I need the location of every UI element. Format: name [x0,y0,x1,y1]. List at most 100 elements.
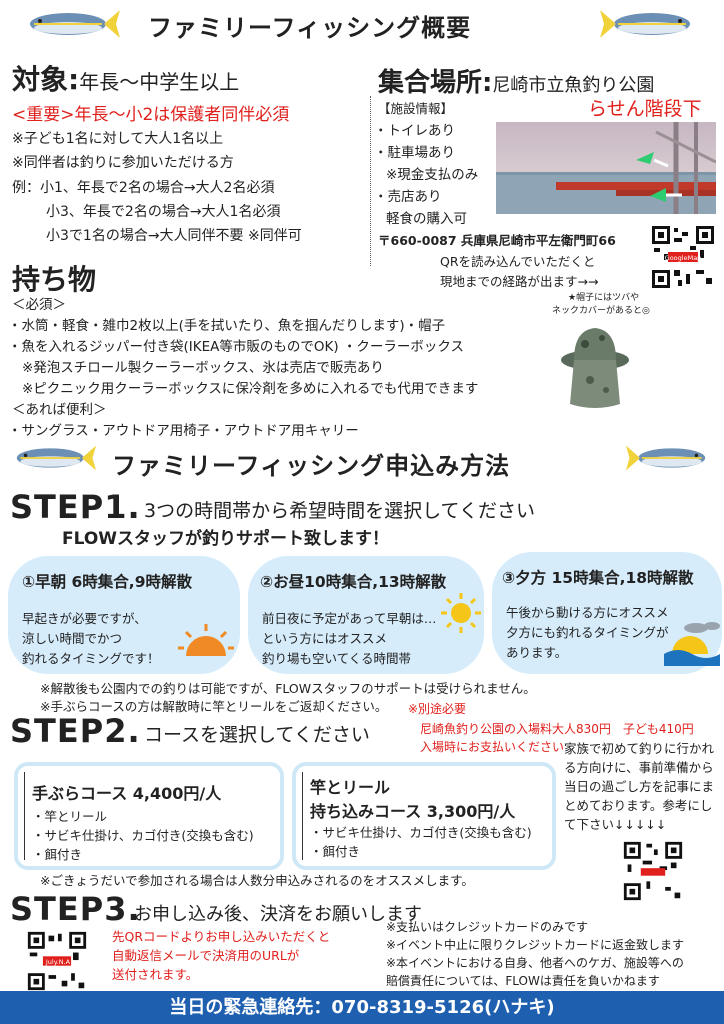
guide-text: 家族で初めて釣りに行かれ [564,741,715,756]
sunset-icon [664,622,720,666]
bracket-line [24,772,34,860]
time-slot-evening[interactable]: ③夕方 15時集合,18時解散 午後から動ける方にオススメ 夕方にも釣れるタイミ… [492,552,722,674]
optional-item: ・サングラス・アウトドア用椅子・アウトドア用キャリー [8,423,359,439]
emergency-contact-bar: 当日の緊急連絡先：070-8319-5126(ハナキ) [0,991,724,1024]
section-divider [370,96,371,266]
fee-header: ※別途必要 [408,702,467,716]
hat-icon [561,328,629,408]
slot-desc: 涼しい時間でかつ [22,631,123,646]
fish-illustration-icon [16,445,96,471]
guide-text: る方向けに、事前準備から [564,760,714,775]
step1-subtext: FLOWスタッフが釣りサポート致します！ [62,529,390,549]
slot-desc: 夕方にも釣れるタイミングが [506,625,669,640]
facility-item: ・トイレあり [374,123,455,139]
step1-note: ※解散後も公園内での釣りは可能ですが、FLOWスタッフのサポートは受けられません… [40,681,536,696]
map-qr-tag: GoogleMap [664,254,702,262]
step2-label: STEP2. [10,712,141,750]
fish-illustration-icon [626,445,706,471]
payment-note: ※本イベントにおける自身、他者へのケガ、施設等への [386,956,684,970]
course-item: ・餌付き [32,847,83,862]
apply-qr-note: 先QRコードよりお申し込みいただくと [112,929,331,944]
required-item: ・魚を入れるジッパー付き袋(IKEA等市販のものでOK) ・クーラーボックス [8,339,464,355]
step1-label: STEP1. [10,488,141,526]
meeting-label: 集合場所: [378,68,493,98]
facility-item: ※現金支払のみ [386,167,479,183]
apply-qr-code-icon[interactable] [26,930,88,992]
step1-text: 3つの時間帯から希望時間を選択してください [144,500,535,522]
facility-item: ・売店あり [374,189,442,205]
sun-icon [441,593,481,633]
course-item: ・餌付き [310,844,361,859]
step1-note: ※手ぶらコースの方は解散時に竿とリールをご返却ください。 [40,699,388,714]
page-title: ファミリーフィッシング概要 [148,14,472,42]
payment-note: 賠償責任については、FLOWは責任を負いかねます [386,974,660,988]
target-value: 年長〜中学生以上 [79,70,240,94]
guide-text: て下さい↓↓↓↓↓ [564,817,667,832]
sunrise-icon [178,624,234,656]
apply-qr-note: 自動返信メールで決済用のURLが [112,948,300,963]
bracket-line [302,772,312,860]
note-companion: ※同伴者は釣りに参加いただける方 [12,155,234,171]
example-line: 例：小1、年長で2名の場合→大人2名必須 [12,180,275,196]
example-line: 小3、年長で2名の場合→大人1名必須 [46,204,281,220]
target-label: 対象: [12,63,80,96]
slot-desc: 午後から動ける方にオススメ [506,605,669,620]
required-note: ※発泡スチロール製クーラーボックス、氷は売店で販売あり [22,360,384,376]
fee-line: 尼崎魚釣り公園の入場料大人830円 子ども410円 [420,722,694,736]
slot-desc: あります。 [506,645,568,660]
target-heading: 対象:年長〜中学生以上 [12,58,239,98]
apply-title: ファミリーフィッシング申込み方法 [112,452,511,480]
slot-desc: 釣れるタイミングです！ [22,651,160,666]
slot-desc: 釣り場も空いてくる時間帯 [262,651,412,666]
required-item: ・水筒・軽食・雑巾2枚以上(手を拭いたり、魚を掴んだりします)・帽子 [8,318,446,334]
fee-line: 入場時にお支払いください [420,740,565,754]
course-item: ・竿とリール [32,809,108,824]
meeting-place: 尼崎市立魚釣り公園 [492,75,655,96]
payment-note: ※支払いはクレジットカードのみです [386,920,589,934]
example-line: 小3で1名の場合→大人同伴不要 ※同伴可 [46,228,302,244]
sibling-note: ※ごきょうだいで参加される場合は人数分申込みされるのをオススメします。 [40,873,474,888]
course-title: 竿とリール [310,778,391,797]
guide-text: 当日の過ごし方を記事にま [564,779,715,794]
required-note: ※ピクニック用クーラーボックスに保冷剤を多めに入れるでも代用できます [22,381,479,397]
course-item: ・サビキ仕掛け、カゴ付き(交換も含む) [310,825,532,840]
facility-item: 軽食の購入可 [386,211,467,227]
emergency-contact-text: 当日の緊急連絡先：070-8319-5126(ハナキ) [169,997,555,1018]
facility-header: 【施設情報】 [378,101,454,116]
slot-title: ②お昼10時集合,13時解散 [260,573,447,591]
address: 〒660-0087 兵庫県尼崎市平左衛門町66 [378,233,616,248]
fish-illustration-icon [30,10,120,38]
slot-title: ③夕方 15時集合,18時解散 [502,569,694,587]
map-qr-code-icon[interactable] [650,224,716,290]
step2-text: コースを選択してください [144,724,370,746]
note-adult-ratio: ※子ども1名に対して大人1名以上 [12,131,224,147]
optional-header: ＜あれば便利＞ [12,402,107,418]
course-title: 手ぶらコース 4,400円/人 [32,784,222,803]
slot-title: ①早朝 6時集合,9時解散 [22,573,192,591]
meeting-heading: 集合場所:尼崎市立魚釣り公園 [378,62,654,99]
qr-note: QRを読み込んでいただくと [440,254,596,269]
apply-qr-note: 送付されます。 [112,967,199,982]
important-note: <重要>年長〜小2は保護者同伴必須 [12,105,290,125]
article-qr-code-icon[interactable] [622,840,684,902]
course-title: 持ち込みコース 3,300円/人 [310,802,516,821]
course-item: ・サビキ仕掛け、カゴ付き(交換も含む) [32,828,254,843]
course-handsfree[interactable]: 手ぶらコース 4,400円/人 ・竿とリール ・サビキ仕掛け、カゴ付き(交換も含… [14,762,284,870]
slot-desc: 早起きが必要ですが、 [22,611,147,626]
slot-desc: という方にはオススメ [262,631,388,646]
facility-item: ・駐車場あり [374,145,455,161]
required-header: ＜必須＞ [12,297,66,313]
park-photo [496,122,716,214]
belongings-label: 持ち物 [12,263,97,296]
course-bring-own[interactable]: 竿とリール 持ち込みコース 3,300円/人 ・サビキ仕掛け、カゴ付き(交換も含… [292,762,556,870]
meeting-spot: らせん階段下 [588,98,702,120]
step3-text: お申し込み後、決済をお願いします [134,904,422,925]
fish-illustration-icon [600,10,690,38]
time-slot-noon[interactable]: ②お昼10時集合,13時解散 前日夜に予定があって早朝は… という方にはオススメ… [248,556,484,674]
time-slot-early[interactable]: ①早朝 6時集合,9時解散 早起きが必要ですが、 涼しい時間でかつ 釣れるタイミ… [8,556,240,674]
payment-note: ※イベント中止に限りクレジットカードに返金致します [386,938,685,952]
hat-note: ネックカバーがあると◎ [552,306,650,316]
slot-desc: 前日夜に予定があって早朝は… [262,611,437,626]
apply-qr-tag: July.N.A [45,958,71,966]
qr-note: 現地までの経路が出ます→→ [440,274,599,289]
